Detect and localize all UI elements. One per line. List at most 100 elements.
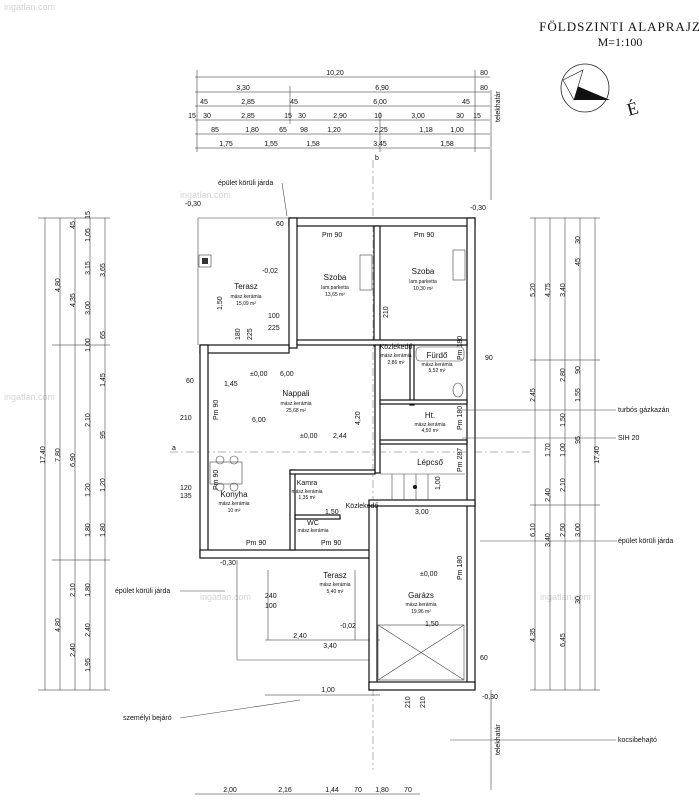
bathtub-icon: [415, 346, 465, 362]
level-label: -0,30: [220, 560, 236, 567]
annotation-jarda: épület körüli járda: [218, 180, 273, 187]
dimension-label: 60: [480, 655, 488, 662]
dimension-label: 45: [290, 99, 298, 106]
dimension-label: 3,00: [411, 113, 425, 120]
dimension-label: 210: [180, 415, 192, 422]
dimension-label: 1,00: [321, 687, 335, 694]
room-nappali: Nappali mász.kerámia 25,68 m²: [280, 389, 311, 414]
dimension-label: 80: [480, 70, 488, 77]
dimension-label: 6,45: [560, 633, 567, 647]
dimension-label: 1,00: [435, 476, 442, 490]
room-name: Közlekedő: [380, 344, 413, 351]
watermark: ingatlan.com: [4, 392, 55, 402]
level-markers: -0,30 -0,30 -0,02 ±0,00 ±0,00 -0,30 -0,0…: [185, 201, 498, 701]
dimension-label: 90: [575, 366, 582, 374]
dimension-label: 1,45: [224, 381, 238, 388]
drawing-title: FÖLDSZINTI ALAPRAJZ: [539, 19, 699, 34]
annotation-kocsibehajto: kocsibehajtó: [618, 737, 657, 744]
dimension-label: 100: [265, 603, 277, 610]
room-area: 5,40 m²: [327, 589, 344, 595]
dimension-chain-bottom: 2,00 2,16 1,44 70 1,80 70 2,40 3,40 1,00: [195, 633, 420, 795]
dimension-label: 1,55: [264, 141, 278, 148]
watermark: ingatlan.com: [200, 592, 251, 602]
watermark: ingatlan.com: [180, 190, 231, 200]
dimension-chain-left: 17,40 4,80 7,80 4,80 45 4,35 6,90 2,10 2…: [38, 211, 110, 691]
room-finish: mász.kerámia: [380, 353, 411, 359]
dimension-label: 2,45: [530, 388, 537, 402]
room-name: Lépcső: [417, 458, 443, 467]
dimension-label: 4,75: [545, 283, 552, 297]
dimension-label: 2,10: [85, 413, 92, 427]
dimension-label: 3,00: [85, 301, 92, 315]
dimension-label: 1,50: [217, 296, 224, 310]
dimension-label: 10: [374, 113, 382, 120]
dimension-label: 1,55: [575, 388, 582, 402]
opening-label: Pm 90: [246, 540, 266, 547]
dimension-label: 4,20: [355, 411, 362, 425]
dimension-label: 30: [203, 113, 211, 120]
inner-dimensions: Pm 90 Pm 90 Pm 90 Pm 90 Pm 90 Pm 90 Pm 1…: [180, 221, 493, 708]
dimension-label: 1,05: [85, 228, 92, 242]
dimension-label: 2,10: [70, 583, 77, 597]
dimension-label: 5,20: [530, 283, 537, 297]
dimension-label: 85: [211, 127, 219, 134]
dimension-label: 2,85: [241, 113, 255, 120]
room-finish: mász.kerámia: [414, 422, 445, 428]
annotations: épület körüli járda épület körüli járda …: [115, 180, 673, 744]
dimension-label: 1,18: [419, 127, 433, 134]
terrace-outline: [197, 217, 369, 661]
room-area: 10,30 m²: [413, 286, 433, 292]
dimension-label: 1,75: [219, 141, 233, 148]
room-finish: lam.parketta: [409, 279, 437, 285]
dimension-label: 2,80: [560, 368, 567, 382]
dimension-label: 1,20: [85, 483, 92, 497]
room-name: Fürdő: [427, 351, 448, 360]
dimension-label: 45: [575, 258, 582, 266]
dimension-label: 45: [70, 221, 77, 229]
dimension-label: 3,00: [575, 523, 582, 537]
dimension-label: 6,90: [375, 85, 389, 92]
section-label: a: [172, 445, 176, 452]
dimension-label: 3,40: [560, 283, 567, 297]
room-name: Kamra: [297, 480, 318, 487]
dining-table-icon: [209, 455, 243, 492]
dimension-label: 4,35: [530, 628, 537, 642]
dimension-label: 10,20: [326, 70, 344, 77]
room-name: Terasz: [234, 282, 258, 291]
dimension-label: 2,40: [293, 633, 307, 640]
dimension-label: 240: [265, 593, 277, 600]
dimension-label: 2,44: [333, 433, 347, 440]
opening-label: Pm 90: [414, 232, 434, 239]
property-line-label: telekhatár: [495, 91, 502, 122]
dimension-label: 45: [200, 99, 208, 106]
room-area: 19,96 m²: [411, 609, 431, 615]
level-label: ±0,00: [300, 433, 318, 440]
room-name: Közlekedő: [346, 503, 379, 510]
dimension-label: 4,80: [55, 618, 62, 632]
dimension-chain-top: 10,20 80 3,30 6,90 80 45 2,85 45 6,00 45…: [188, 70, 490, 152]
room-name: Garázs: [408, 591, 434, 600]
dimension-label: 4,80: [55, 278, 62, 292]
dimension-label: 2,40: [545, 488, 552, 502]
dimension-label: 1,20: [327, 127, 341, 134]
dimension-label: 1,44: [325, 787, 339, 794]
room-garazs: Garázs mász.kerámia 19,96 m²: [405, 591, 436, 615]
dimension-label: 65: [279, 127, 287, 134]
level-label: -0,30: [470, 205, 486, 212]
dimension-label: 6,90: [70, 453, 77, 467]
dimension-label: 1,50: [325, 509, 339, 516]
dimension-label: 17,40: [40, 446, 47, 464]
room-name: Nappali: [282, 389, 309, 398]
dimension-label: 1,45: [100, 373, 107, 387]
dimension-label: 1,00: [560, 443, 567, 457]
dimension-label: 225: [268, 325, 280, 332]
north-label: É: [624, 97, 640, 120]
room-konyha: Konyha mász.kerámia 10 m²: [218, 490, 249, 514]
section-label: b: [375, 155, 379, 162]
dimension-label: 1,70: [545, 443, 552, 457]
dimension-label: 17,40: [594, 446, 601, 464]
room-finish: mász.kerámia: [218, 501, 249, 507]
room-ht: Ht. mász.kerámia 4,50 m²: [414, 411, 445, 434]
room-lepcso: Lépcső: [417, 458, 443, 467]
